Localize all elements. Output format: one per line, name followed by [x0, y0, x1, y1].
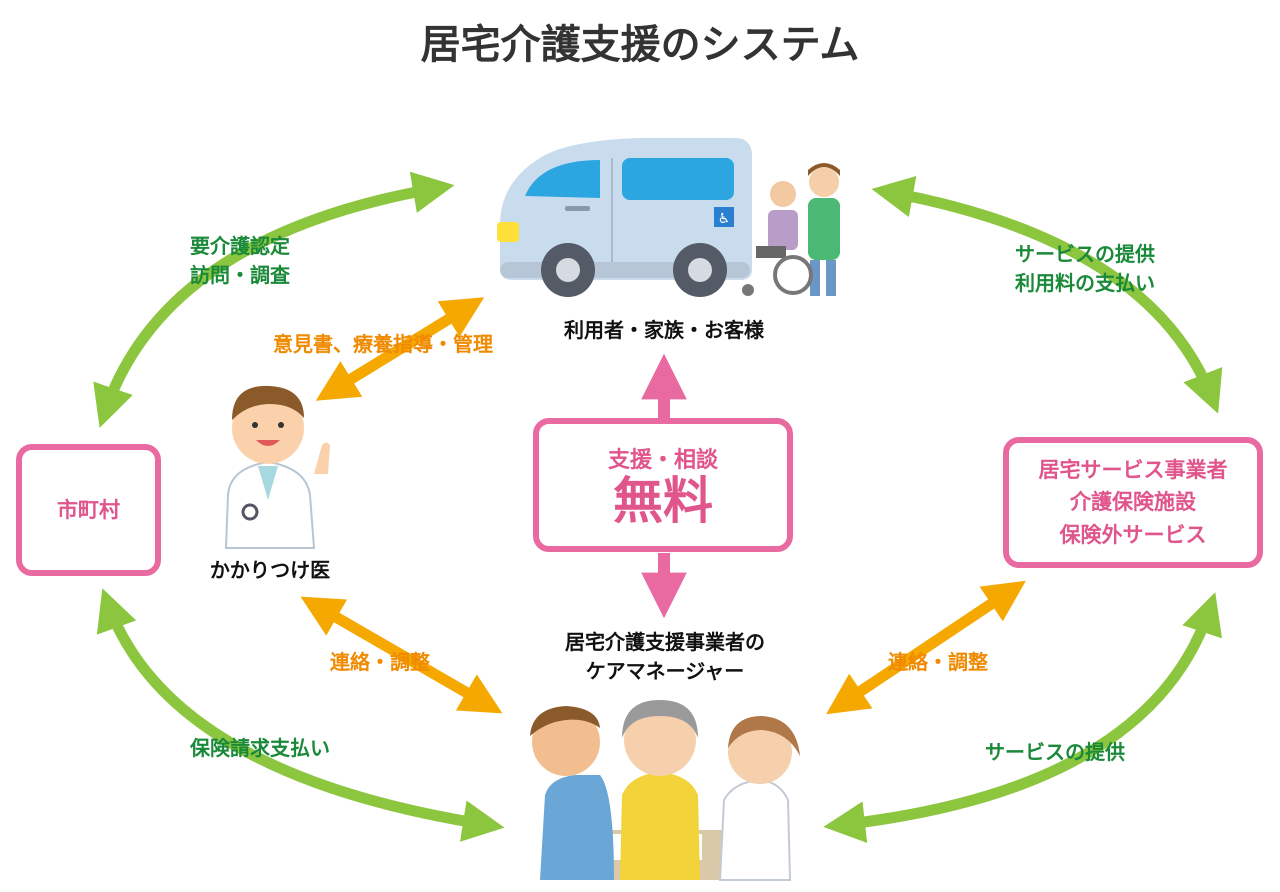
wheelchair-van-icon: ♿: [497, 138, 752, 297]
label-top-right-line1: サービスの提供: [1015, 242, 1155, 266]
page-title: 居宅介護支援のシステム: [420, 22, 860, 68]
label-top-right: サービスの提供 利用料の支払い: [1000, 240, 1170, 298]
label-providers-cm: 連絡・調整: [888, 650, 988, 674]
meeting-people-icon: [530, 700, 800, 881]
arrow-doctor-cm: [300, 596, 503, 714]
municipality-label: 市町村: [57, 497, 120, 522]
arrow-doctor-user: [315, 297, 485, 401]
label-bottom-left: 保険請求支払い: [190, 736, 330, 760]
center-sub-label: 支援・相談: [607, 447, 718, 473]
municipality-box: 市町村: [16, 444, 161, 576]
doctor-label: かかりつけ医: [209, 558, 331, 582]
svg-text:♿: ♿: [718, 211, 731, 227]
label-bottom-right: サービスの提供: [985, 740, 1125, 764]
arrow-bottom-left: [96, 588, 505, 842]
providers-box: 居宅サービス事業者 介護保険施設 保険外サービス: [1003, 437, 1263, 568]
label-doctor-user: 意見書、療養指導・管理: [273, 332, 493, 356]
label-doctor-cm: 連絡・調整: [330, 650, 430, 674]
arrow-top-right: [871, 175, 1223, 414]
arrow-bottom-right: [823, 592, 1222, 843]
center-main-label: 無料: [613, 471, 713, 530]
label-top-left: 要介護認定 訪問・調査: [160, 232, 320, 290]
arrow-top-left: [93, 171, 455, 428]
providers-line2: 介護保険施設: [1070, 490, 1196, 515]
caremanager-line1: 居宅介護支援事業者の: [565, 630, 765, 654]
arrow-providers-cm: [826, 580, 1026, 715]
label-top-right-line2: 利用料の支払い: [1015, 271, 1155, 295]
user-label: 利用者・家族・お客様: [564, 318, 764, 342]
label-top-left-line2: 訪問・調査: [190, 263, 290, 287]
providers-line3: 保険外サービス: [1059, 522, 1207, 547]
center-support-box: 支援・相談 無料: [533, 418, 793, 552]
doctor-icon: [224, 385, 330, 549]
caregiver-wheelchair-icon: [742, 163, 840, 296]
caremanager-label: 居宅介護支援事業者の ケアマネージャー: [530, 628, 800, 686]
label-top-left-line1: 要介護認定: [190, 234, 290, 258]
providers-line1: 居宅サービス事業者: [1038, 457, 1228, 482]
caremanager-line2: ケアマネージャー: [585, 659, 745, 683]
